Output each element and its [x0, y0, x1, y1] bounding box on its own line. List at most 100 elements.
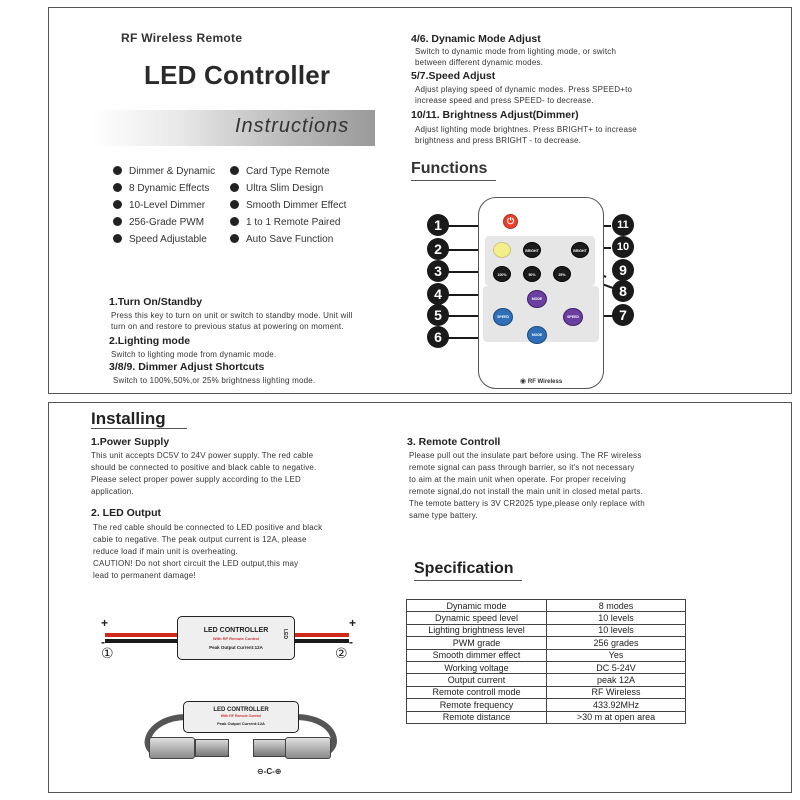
section-body: This unit accepts DC5V to 24V power supp… — [91, 451, 317, 496]
feature-item: 8 Dynamic Effects — [113, 183, 209, 194]
spec-value: peak 12A — [546, 673, 686, 687]
section-title: 1.Turn On/Standby — [109, 296, 203, 308]
controller-body: LED CONTROLLER With RF Remote Control Pe… — [177, 616, 295, 660]
spec-value: >30 m at open area — [546, 710, 686, 724]
spec-key: Dynamic speed level — [406, 611, 547, 625]
section-title: 4/6. Dynamic Mode Adjust — [411, 33, 541, 45]
spec-key: Working voltage — [406, 660, 547, 675]
lighting-mode-button[interactable] — [493, 242, 511, 258]
plus-symbol: + — [349, 616, 357, 630]
functions-underline — [411, 180, 496, 181]
callout-11: 11 — [612, 214, 634, 236]
spec-value: 433.92MHz — [546, 698, 686, 712]
feature-item: 10-Level Dimmer — [113, 200, 205, 211]
section-title: 2. LED Output — [91, 507, 161, 519]
section-title: 3/8/9. Dimmer Adjust Shortcuts — [109, 361, 265, 373]
section-title: 2.Lighting mode — [109, 335, 191, 347]
bright-minus-button[interactable]: BRIGHT — [523, 242, 541, 258]
brightness-100-button[interactable]: 100% — [493, 266, 511, 282]
spec-value: 8 modes — [546, 598, 686, 613]
callout-9: 9 — [612, 259, 634, 281]
speed-minus-button[interactable]: SPEED — [493, 308, 513, 326]
section-body: Switch to lighting mode from dynamic mod… — [111, 350, 277, 359]
bullet-icon — [113, 183, 122, 192]
power-button[interactable]: ⏻ — [503, 214, 518, 229]
section-body: Please pull out the insulate part before… — [409, 451, 645, 520]
spec-key: Output current — [406, 673, 547, 687]
bullet-icon — [113, 234, 122, 243]
circled-one: ① — [101, 645, 114, 661]
bullet-icon — [230, 217, 239, 226]
section-body: Switch to 100%,50%,or 25% brightness lig… — [113, 376, 316, 385]
bullet-icon — [230, 166, 239, 175]
minus-symbol: - — [349, 635, 353, 649]
callout-10: 10 — [612, 236, 634, 258]
power-icon: ⏻ — [507, 216, 515, 226]
leader-line — [445, 225, 505, 227]
callout-2: 2 — [427, 238, 449, 260]
installing-panel: Installing 1.Power Supply This unit acce… — [48, 402, 792, 793]
callout-1: 1 — [427, 214, 449, 236]
plus-symbol: + — [101, 616, 109, 630]
instructions-banner-text: Instructions — [235, 115, 350, 137]
mode-down-button[interactable]: MODE — [527, 326, 547, 344]
black-wire-left — [105, 639, 183, 643]
bullet-icon — [230, 234, 239, 243]
dc-female-plug — [285, 737, 331, 759]
spec-key: Remote frequency — [406, 698, 547, 712]
feature-item: Speed Adjustable — [113, 234, 207, 245]
brightness-25-button[interactable]: 25% — [553, 266, 571, 282]
circled-two: ② — [335, 645, 348, 661]
brightness-50-button[interactable]: 50% — [523, 266, 541, 282]
feature-item: Auto Save Function — [230, 234, 333, 245]
callout-3: 3 — [427, 260, 449, 282]
leader-line — [445, 249, 495, 251]
polarity-symbol: ⊖-C-⊕ — [257, 767, 282, 776]
callout-7: 7 — [612, 304, 634, 326]
spec-key: Remote controll mode — [406, 685, 547, 700]
dc-male-plug — [195, 739, 229, 757]
section-title: 5/7.Speed Adjust — [411, 70, 496, 82]
spec-value: RF Wireless — [546, 685, 686, 700]
instructions-panel: RF Wireless Remote LED Controller Instru… — [48, 7, 792, 394]
black-wire-right — [291, 639, 349, 643]
section-body: Adjust playing speed of dynamic modes. P… — [415, 85, 633, 105]
remote-footer: ◉ RF Wireless — [519, 378, 563, 385]
controller-diagram-bottom: LED CONTROLLER With RF Remote Control Pe… — [125, 687, 355, 787]
bullet-icon — [230, 183, 239, 192]
spec-key: Remote distance — [406, 710, 547, 724]
spec-value: 256 grades — [546, 636, 686, 650]
controller-diagram-top: LED CONTROLLER With RF Remote Control Pe… — [93, 611, 363, 671]
bullet-icon — [113, 166, 122, 175]
speed-plus-button[interactable]: SPEED — [563, 308, 583, 326]
brand-subtitle: RF Wireless Remote — [121, 31, 243, 45]
page-title: LED Controller — [144, 60, 331, 90]
mode-up-button[interactable]: MODE — [527, 290, 547, 308]
section-body: Switch to dynamic mode from lighting mod… — [415, 47, 617, 67]
dc-female-plug — [149, 737, 195, 759]
spec-value: 10 levels — [546, 623, 686, 638]
spec-value: 10 levels — [546, 611, 686, 625]
controller-body: LED CONTROLLER With RF Remote Control Pe… — [183, 701, 299, 733]
specification-underline — [414, 580, 522, 581]
spec-key: Smooth dimmer effect — [406, 648, 547, 662]
section-body: Press this key to turn on unit or switch… — [111, 311, 353, 331]
bullet-icon — [230, 200, 239, 209]
spec-key: Dynamic mode — [406, 598, 547, 613]
feature-item: Dimmer & Dynamic — [113, 166, 215, 177]
functions-title: Functions — [411, 160, 488, 177]
bright-plus-button[interactable]: BRIGHT — [571, 242, 589, 258]
instructions-banner — [93, 110, 375, 146]
section-title: 10/11. Brightness Adjust(Dimmer) — [411, 109, 579, 121]
dc-male-plug — [253, 739, 287, 757]
section-title: 1.Power Supply — [91, 436, 170, 448]
installing-underline — [91, 428, 187, 429]
spec-key: Lighting brightness level — [406, 623, 547, 638]
feature-item: 256-Grade PWM — [113, 217, 204, 228]
